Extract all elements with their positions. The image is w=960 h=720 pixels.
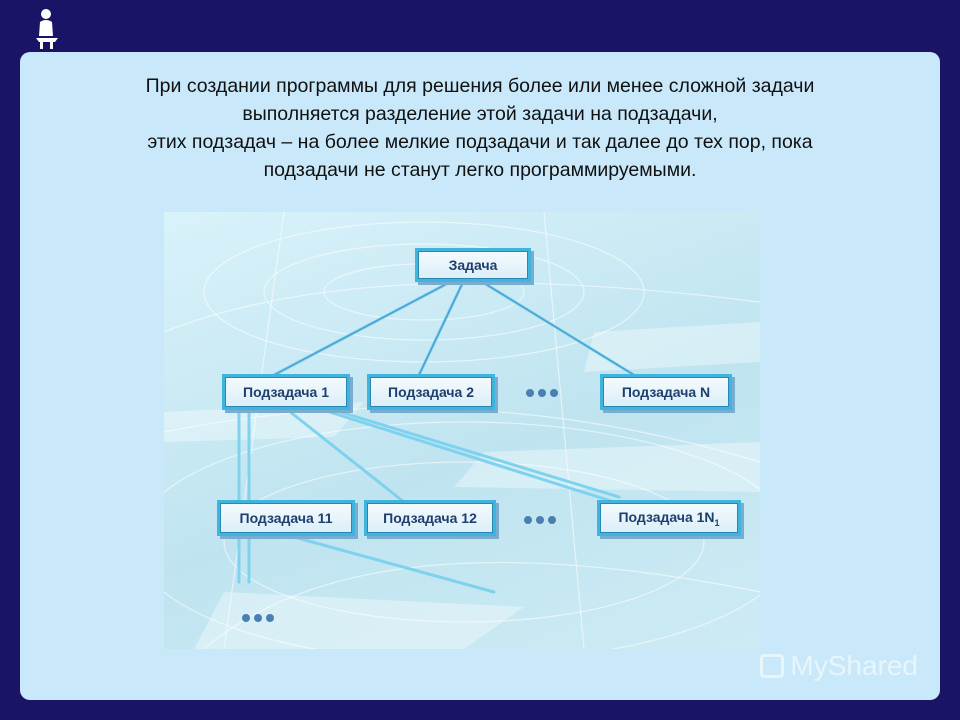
myshared-logo-icon	[760, 654, 785, 678]
content-panel: При создании программы для решения более…	[20, 52, 940, 700]
task-decomposition-diagram: Задача Подзадача 1 Подзадача 2 Подзадача…	[164, 212, 760, 649]
intro-text: При создании программы для решения более…	[20, 72, 940, 184]
intro-line: этих подзадач – на более мелкие подзадач…	[147, 131, 813, 153]
connector-lines	[237, 278, 636, 594]
task-node: Задача	[415, 248, 531, 282]
ellipsis-dots-level3	[242, 614, 274, 622]
decorative-background	[164, 212, 760, 649]
subtask-12-label: Подзадача 12	[383, 510, 477, 526]
subtask-1-node: Подзадача 1	[222, 374, 350, 410]
subtask-11-label: Подзадача 11	[239, 510, 333, 526]
watermark: MyShared	[760, 650, 918, 682]
person-at-desk-icon	[28, 8, 64, 50]
watermark-text: MyShared	[790, 650, 918, 681]
subtask-1n1-label: Подзадача 1N1	[618, 508, 720, 528]
intro-line: При создании программы для решения более…	[145, 75, 815, 97]
subtask-2-label: Подзадача 2	[388, 384, 474, 400]
subtask-11-node: Подзадача 11	[217, 500, 355, 536]
subtask-12-node: Подзадача 12	[364, 500, 496, 536]
subtask-1-label: Подзадача 1	[243, 384, 329, 400]
intro-line: выполняется разделение этой задачи на по…	[242, 103, 718, 125]
subtask-n-label: Подзадача N	[621, 384, 711, 400]
intro-line: подзадачи не станут легко программируемы…	[263, 159, 697, 181]
subtask-n-node: Подзадача N	[600, 374, 732, 410]
ellipsis-dots-level1	[526, 389, 558, 397]
task-node-label: Задача	[448, 257, 498, 273]
subtask-1n1-node: Подзадача 1N1	[597, 500, 741, 536]
ellipsis-dots-level2	[524, 516, 556, 524]
subtask-2-node: Подзадача 2	[367, 374, 495, 410]
